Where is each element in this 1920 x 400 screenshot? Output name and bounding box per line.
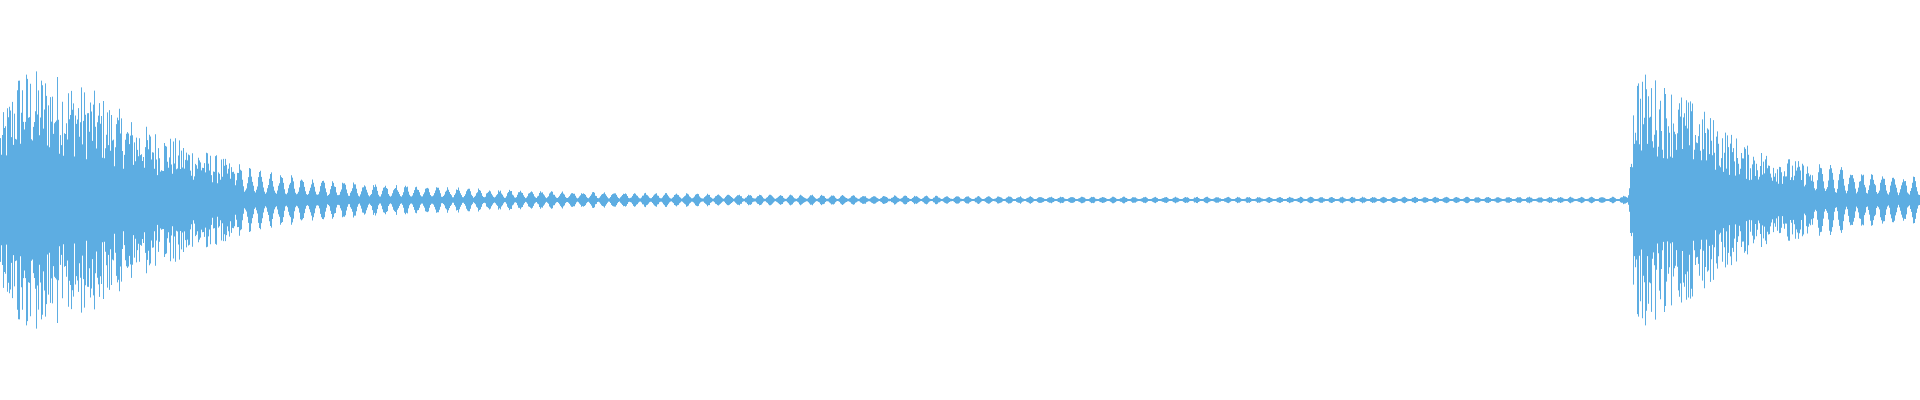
waveform-path: [0, 71, 1920, 329]
